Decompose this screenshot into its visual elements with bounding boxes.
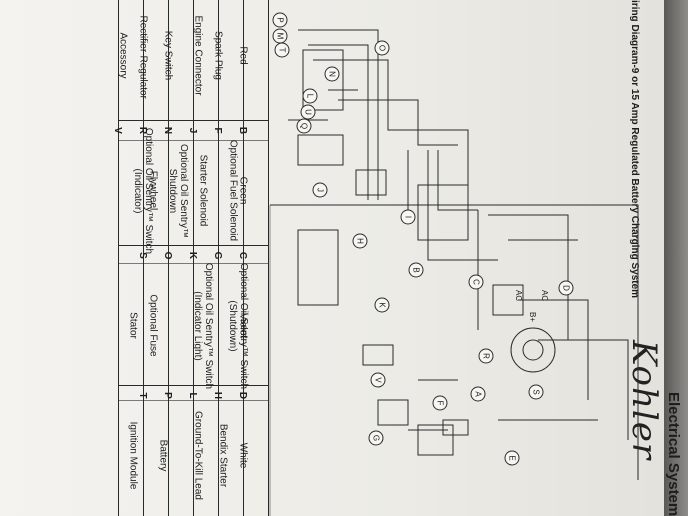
- svg-text:C: C: [472, 279, 481, 285]
- callout-i: I: [400, 209, 416, 225]
- svg-text:P: P: [276, 17, 285, 22]
- callout-f: F: [432, 395, 448, 411]
- label-ac-top: AC: [540, 290, 549, 301]
- callout-n: N: [324, 66, 340, 82]
- legend-label-ignition-module: Ignition Module: [127, 421, 139, 490]
- legend-label-engine-connector: Engine Connector: [192, 15, 204, 96]
- legend-label-oil-switch-shutdown: Optional Oil Sentry™ Switch (Shutdown): [227, 262, 249, 390]
- svg-text:D: D: [562, 285, 571, 291]
- callout-b: B: [408, 262, 424, 278]
- legend-table: Red B Spark Plug F Engine Connector J Ke…: [112, 0, 269, 516]
- section-title: Electrical System: [665, 392, 682, 516]
- svg-text:L: L: [306, 94, 315, 99]
- svg-text:U: U: [304, 109, 313, 115]
- legend-label-battery: Battery: [157, 439, 169, 472]
- legend-code-v: V: [112, 127, 123, 134]
- legend-label-rectifier: Rectifier-Regulator: [137, 15, 149, 99]
- callout-k: K: [374, 297, 390, 313]
- legend-label-oil-sentry-indicator: Optional Oil Sentry™ Switch (Indicator): [132, 127, 154, 255]
- legend-label-red: Red: [237, 46, 249, 65]
- legend-label-accessory: Accessory: [117, 32, 129, 79]
- callout-o: O: [374, 40, 390, 56]
- callout-m: M: [272, 28, 288, 44]
- page-edge-shadow: [664, 0, 688, 516]
- callout-q: Q: [296, 118, 312, 134]
- label-ac-bottom: AC: [514, 290, 523, 301]
- callout-u: U: [300, 104, 316, 120]
- legend-code-t: T: [137, 392, 148, 399]
- callout-j: J: [312, 182, 328, 198]
- svg-text:S: S: [532, 389, 541, 394]
- callout-a: A: [470, 386, 486, 402]
- legend-code-o: O: [162, 251, 173, 260]
- svg-text:K: K: [378, 302, 387, 308]
- callout-t: T: [274, 42, 290, 58]
- legend-code-b: B: [237, 126, 248, 135]
- callout-s: S: [528, 384, 544, 400]
- callout-p: P: [272, 12, 288, 28]
- svg-text:A: A: [474, 391, 483, 397]
- legend-label-ground-to-kill: Ground-To-Kill Lead: [192, 411, 204, 500]
- callout-c: C: [468, 274, 484, 290]
- legend-label-key-switch: Key Switch: [162, 30, 174, 81]
- svg-text:I: I: [404, 216, 413, 218]
- svg-text:B: B: [412, 267, 421, 272]
- legend-label-fuel-solenoid: Optional Fuel Solenoid: [227, 139, 239, 242]
- callout-l: L: [302, 88, 318, 104]
- legend-label-bendix-starter: Bendix Starter: [217, 423, 229, 488]
- callout-g: G: [368, 430, 384, 446]
- legend-label-optional-fuse: Optional Fuse: [147, 294, 159, 357]
- svg-text:G: G: [372, 435, 381, 441]
- callout-r: R: [478, 348, 494, 364]
- svg-text:Q: Q: [300, 123, 309, 129]
- legend-label-stator: Stator: [127, 312, 139, 339]
- legend-label-green: Green: [237, 176, 249, 205]
- paper-sheet: [0, 0, 664, 516]
- svg-text:T: T: [278, 48, 287, 53]
- legend-label-spark-plug: Spark Plug: [212, 31, 224, 80]
- callout-e: E: [504, 450, 520, 466]
- callout-h: H: [352, 233, 368, 249]
- legend-label-oil-sentry-shutdown: Optional Oil Sentry™ Shutdown: [167, 144, 189, 238]
- svg-text:O: O: [378, 45, 387, 51]
- svg-text:M: M: [276, 33, 285, 40]
- svg-text:E: E: [508, 455, 517, 460]
- svg-text:R: R: [482, 353, 491, 359]
- svg-text:F: F: [436, 401, 445, 406]
- svg-text:H: H: [356, 238, 365, 244]
- legend-code-f: F: [212, 127, 223, 134]
- legend-code-p: P: [162, 392, 173, 399]
- svg-text:N: N: [328, 71, 337, 77]
- legend-label-white: White: [237, 442, 249, 469]
- svg-text:V: V: [374, 377, 383, 383]
- svg-text:J: J: [316, 188, 325, 192]
- label-b-plus: B+: [528, 312, 537, 322]
- callout-v: V: [370, 372, 386, 388]
- wiring-diagram: AC B+ AC L U Q T M N O P J I H B K C D R…: [269, 12, 639, 516]
- callout-d: D: [558, 280, 574, 296]
- legend-label-starter-solenoid: Starter Solenoid: [197, 154, 209, 227]
